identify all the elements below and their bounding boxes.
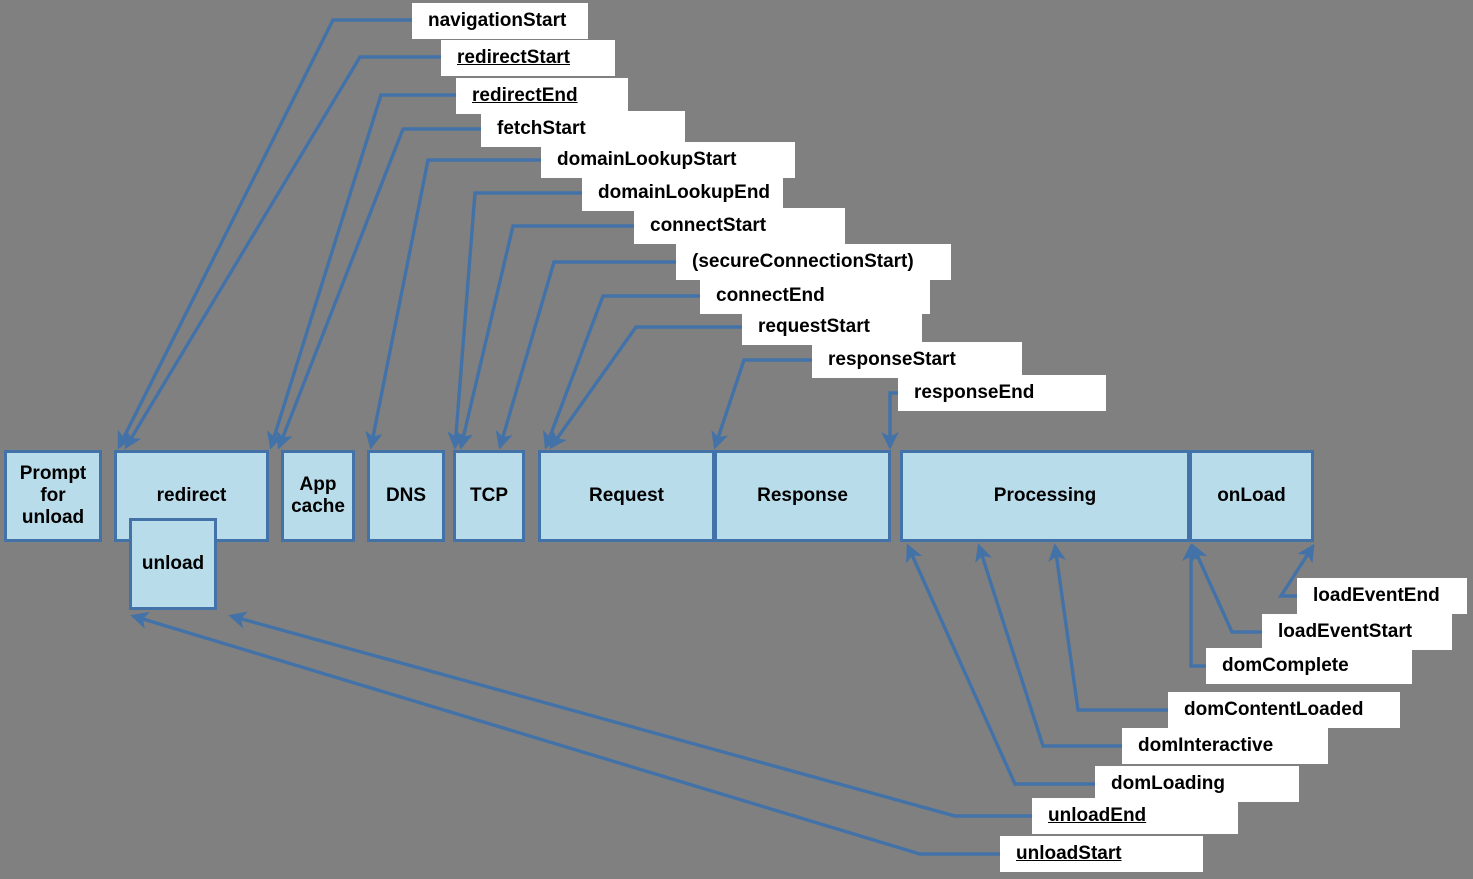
phase-box-tcp[interactable]: TCP bbox=[453, 450, 525, 542]
c-connectEnd bbox=[543, 294, 700, 450]
label-chip-loadEventStart[interactable]: loadEventStart bbox=[1262, 614, 1452, 650]
c-connectStart bbox=[455, 224, 634, 450]
phase-label-response: Response bbox=[757, 485, 848, 507]
label-text-domInteractive: domInteractive bbox=[1138, 735, 1274, 756]
phase-label-unload: unload bbox=[141, 553, 205, 575]
label-chip-domContentLoaded[interactable]: domContentLoaded bbox=[1168, 692, 1400, 728]
phase-box-onload[interactable]: onLoad bbox=[1189, 450, 1314, 542]
c-domLoading bbox=[906, 543, 1095, 786]
label-text-unloadEnd: unloadEnd bbox=[1048, 805, 1147, 826]
phase-box-processing[interactable]: Processing bbox=[900, 450, 1190, 542]
label-text-redirectEnd: redirectEnd bbox=[472, 85, 578, 106]
phase-box-unload[interactable]: unload bbox=[129, 518, 217, 610]
phase-box-response[interactable]: Response bbox=[714, 450, 891, 542]
label-text-responseStart: responseStart bbox=[828, 349, 956, 370]
c-loadEventStart bbox=[1191, 543, 1262, 634]
phase-label-request: Request bbox=[589, 485, 664, 507]
label-text-domLoading: domLoading bbox=[1111, 773, 1225, 794]
label-text-domComplete: domComplete bbox=[1222, 655, 1349, 676]
label-text-domContentLoaded: domContentLoaded bbox=[1184, 699, 1364, 720]
label-text-domainLookupEnd: domainLookupEnd bbox=[598, 182, 771, 203]
label-chip-redirectStart[interactable]: redirectStart bbox=[441, 40, 615, 76]
label-text-unloadStart: unloadStart bbox=[1016, 843, 1122, 864]
label-chip-domainLookupStart[interactable]: domainLookupStart bbox=[541, 142, 795, 178]
label-chip-responseEnd[interactable]: responseEnd bbox=[898, 375, 1106, 411]
phase-label-tcp: TCP bbox=[470, 485, 508, 507]
phase-box-dns[interactable]: DNS bbox=[367, 450, 445, 542]
label-text-secureConnectionStart: (secureConnectionStart) bbox=[692, 251, 914, 272]
label-text-requestStart: requestStart bbox=[758, 316, 870, 337]
label-text-loadEventEnd: loadEventEnd bbox=[1313, 585, 1440, 606]
c-domInteractive bbox=[975, 543, 1122, 748]
label-chip-fetchStart[interactable]: fetchStart bbox=[481, 111, 685, 147]
label-chip-domInteractive[interactable]: domInteractive bbox=[1122, 728, 1328, 764]
label-text-fetchStart: fetchStart bbox=[497, 118, 586, 139]
phase-box-request[interactable]: Request bbox=[538, 450, 715, 542]
label-chip-unloadStart[interactable]: unloadStart bbox=[1000, 836, 1203, 872]
label-text-connectEnd: connectEnd bbox=[716, 285, 825, 306]
c-navigationStart bbox=[117, 18, 412, 450]
label-text-domainLookupStart: domainLookupStart bbox=[557, 149, 737, 170]
c-redirectStart bbox=[124, 55, 441, 450]
label-chip-requestStart[interactable]: requestStart bbox=[742, 309, 922, 345]
c-responseStart bbox=[711, 358, 812, 450]
label-chip-responseStart[interactable]: responseStart bbox=[812, 342, 1022, 378]
label-chip-domLoading[interactable]: domLoading bbox=[1095, 766, 1299, 802]
label-chip-connectStart[interactable]: connectStart bbox=[634, 208, 845, 244]
label-chip-unloadEnd[interactable]: unloadEnd bbox=[1032, 798, 1238, 834]
label-chip-redirectEnd[interactable]: redirectEnd bbox=[456, 78, 628, 114]
c-requestStart bbox=[549, 325, 742, 450]
c-fetchStart bbox=[276, 127, 481, 450]
c-domContentLoaded bbox=[1048, 543, 1168, 712]
c-domainLookupEnd bbox=[447, 191, 582, 450]
label-chip-navigationStart[interactable]: navigationStart bbox=[412, 3, 588, 39]
label-text-connectStart: connectStart bbox=[650, 215, 767, 236]
c-domComplete bbox=[1182, 543, 1206, 668]
c-loadEventEnd bbox=[1277, 543, 1315, 598]
c-domainLookupStart bbox=[365, 158, 541, 450]
c-unloadStart bbox=[130, 611, 1000, 856]
c-responseEnd bbox=[881, 391, 899, 450]
label-text-navigationStart: navigationStart bbox=[428, 10, 567, 31]
c-redirectEnd bbox=[267, 93, 456, 450]
label-chip-loadEventEnd[interactable]: loadEventEnd bbox=[1297, 578, 1467, 614]
phase-label-dns: DNS bbox=[385, 485, 427, 507]
label-chip-secureConnectionStart[interactable]: (secureConnectionStart) bbox=[676, 244, 951, 280]
c-unloadEnd bbox=[228, 611, 1032, 818]
phase-label-processing: Processing bbox=[993, 485, 1097, 507]
phase-label-onload: onLoad bbox=[1217, 485, 1286, 507]
label-chip-domainLookupEnd[interactable]: domainLookupEnd bbox=[582, 175, 783, 211]
phase-label-redirect: redirect bbox=[156, 485, 227, 507]
label-chip-domComplete[interactable]: domComplete bbox=[1206, 648, 1412, 684]
label-text-responseEnd: responseEnd bbox=[914, 382, 1035, 403]
c-secureConnectionStart bbox=[495, 260, 676, 450]
label-chip-connectEnd[interactable]: connectEnd bbox=[700, 278, 930, 314]
label-text-redirectStart: redirectStart bbox=[457, 47, 570, 68]
label-text-loadEventStart: loadEventStart bbox=[1278, 621, 1413, 642]
